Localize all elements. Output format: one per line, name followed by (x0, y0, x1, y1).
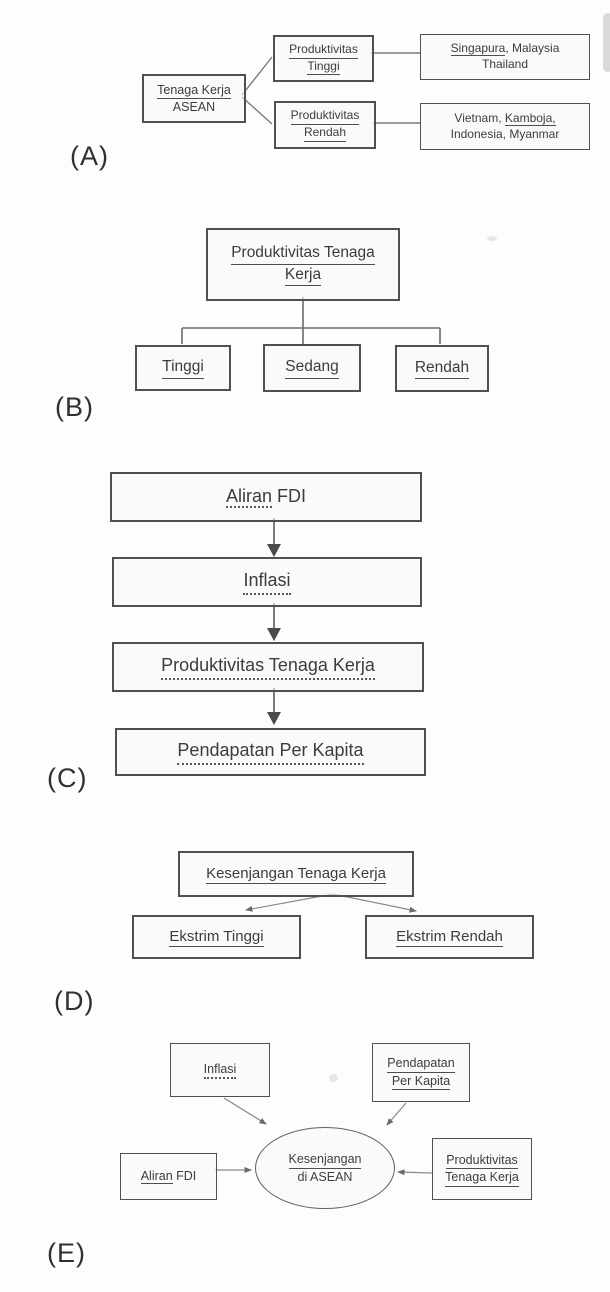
box-inflasi-e: Inflasi (170, 1043, 270, 1097)
box-text: Pendapatan Per Kapita (177, 739, 364, 765)
box-text: Produktivitas (446, 1152, 518, 1169)
box-text: Aliran (225, 486, 273, 509)
box-text: Kesenjangan Tenaga Kerja (206, 864, 386, 885)
box-kesenjangan-tenaga-kerja: Kesenjangan Tenaga Kerja (178, 851, 414, 897)
scan-noise (329, 1074, 338, 1082)
box-text: Tinggi (162, 357, 204, 379)
box-text: Ekstrim Rendah (396, 927, 503, 948)
box-text: FDI (272, 486, 307, 507)
box-text: Tenaga Kerja (445, 1169, 519, 1187)
box-countries-low: Vietnam, Kamboja, Indonesia, Myanmar (420, 103, 590, 150)
box-text: Produktivitas (290, 108, 360, 125)
box-text: Indonesia, Myanmar (450, 126, 560, 141)
box-produktivitas-tenaga-kerja: Produktivitas Tenaga Kerja (206, 228, 400, 301)
box-aliran-fdi: Aliran FDI (110, 472, 422, 522)
ellipse-text: di ASEAN (297, 1169, 353, 1184)
box-text: Produktivitas Tenaga (231, 243, 375, 265)
box-text: Rendah (303, 125, 347, 142)
box-text: Inflasi (243, 569, 291, 595)
box-text: Tenaga Kerja (157, 82, 231, 99)
box-tinggi: Tinggi (135, 345, 231, 391)
box-produktivitas-tenaga-kerja-e: Produktivitas Tenaga Kerja (432, 1138, 532, 1200)
box-rendah: Rendah (395, 345, 489, 392)
box-sedang: Sedang (263, 344, 361, 392)
box-text: Kerja (284, 265, 322, 286)
box-pendapatan-per-kapita: Pendapatan Per Kapita (115, 728, 426, 776)
box-text: Per Kapita (391, 1073, 451, 1090)
box-text: FDI (172, 1169, 197, 1184)
box-text: Produktivitas Tenaga Kerja (161, 654, 375, 680)
diagram-label-d: (D) (54, 986, 95, 1016)
box-aliran-fdi-e: Aliran FDI (120, 1153, 217, 1200)
box-text: Aliran FDI (225, 485, 307, 509)
diagram-label-e: (E) (47, 1238, 86, 1268)
box-produktivitas-tenaga-kerja-c: Produktivitas Tenaga Kerja (112, 642, 424, 692)
box-pendapatan-per-kapita-e: Pendapatan Per Kapita (372, 1043, 470, 1102)
box-countries-high: Singapura, Malaysia Thailand (420, 34, 590, 80)
box-text: Rendah (414, 358, 470, 380)
box-text: ASEAN (172, 100, 216, 114)
box-text: Inflasi (203, 1061, 237, 1080)
box-inflasi: Inflasi (112, 557, 422, 607)
box-text: Singapura (450, 41, 506, 57)
scan-noise (487, 236, 497, 241)
diagram-label-c: (C) (47, 763, 88, 793)
ellipse-text: Kesenjangan (288, 1151, 362, 1169)
box-text: Produktivitas (289, 42, 358, 59)
box-text: Vietnam, Kamboja, (454, 110, 556, 127)
box-ekstrim-rendah: Ekstrim Rendah (365, 915, 534, 959)
box-text: , Malaysia (505, 41, 560, 56)
box-text: Kamboja, (504, 110, 556, 126)
box-text: Thailand (481, 57, 529, 71)
box-text: Tinggi (307, 59, 340, 76)
box-text: Sedang (285, 357, 339, 379)
scrollbar-thumb[interactable] (603, 13, 610, 72)
box-text: Aliran (140, 1169, 173, 1185)
box-produktivitas-rendah: Produktivitas Rendah (274, 101, 376, 149)
box-text: Ekstrim Tinggi (169, 927, 264, 948)
box-text: Singapura, Malaysia (450, 41, 560, 57)
diagram-label-a: (A) (70, 141, 109, 171)
box-text: Pendapatan (387, 1055, 455, 1073)
ellipse-kesenjangan-di-asean: Kesenjangan di ASEAN (255, 1127, 395, 1209)
box-text: Aliran FDI (140, 1168, 197, 1185)
box-tenaga-kerja-asean: Tenaga Kerja ASEAN (142, 74, 246, 123)
box-text: Vietnam, (454, 110, 505, 125)
box-ekstrim-tinggi: Ekstrim Tinggi (132, 915, 301, 959)
diagram-label-b: (B) (55, 392, 94, 422)
box-produktivitas-tinggi: Produktivitas Tinggi (273, 35, 374, 82)
